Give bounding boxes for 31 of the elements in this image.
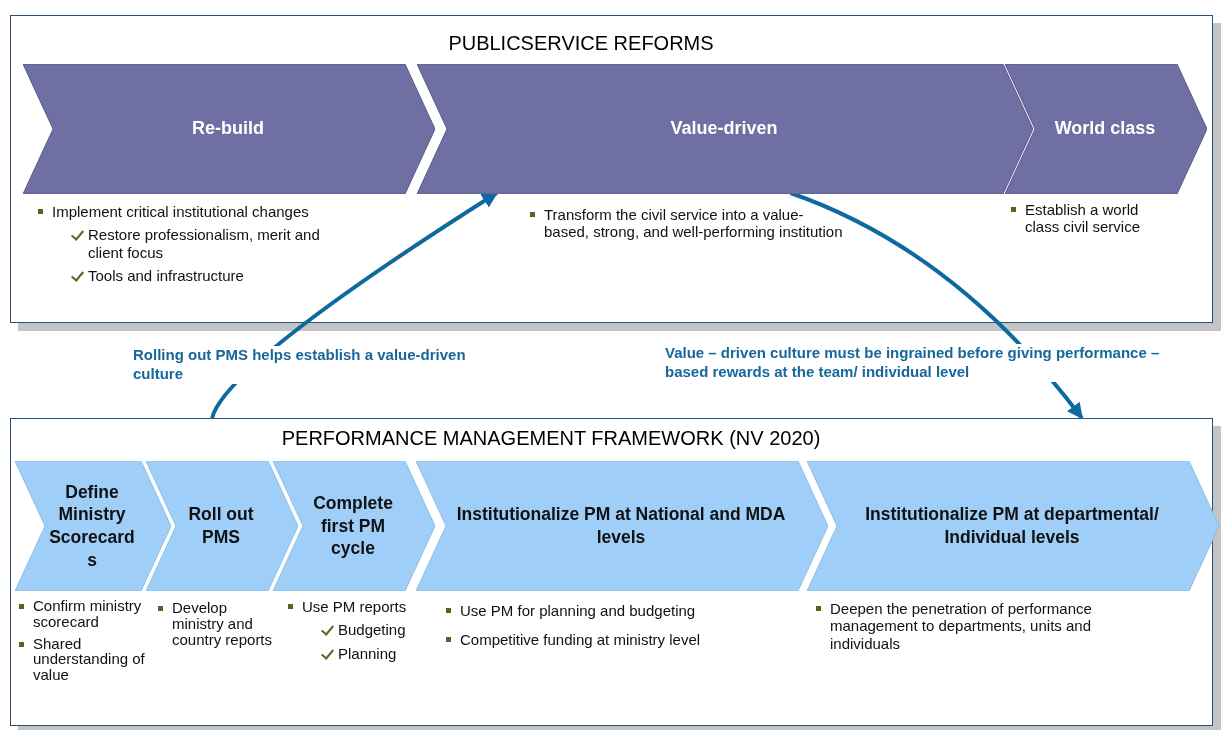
bullet-text: Transform the civil service into a value-based, strong, and well-performing institution <box>528 206 846 241</box>
bullet-text: Establish a world class civil service <box>1009 201 1169 236</box>
bullet-text: Deepen the penetration of performance management to departments, units and individuals <box>814 600 1159 652</box>
stage-label: Institutionalize PM at departmental/ Individual levels <box>864 503 1160 549</box>
bullet-text: Confirm ministry scorecard <box>17 598 145 630</box>
chevron-shape <box>146 461 298 591</box>
bullet-text: Competitive funding at ministry level <box>444 631 774 649</box>
stage-label: Value-driven <box>670 117 778 141</box>
stage-label: Institutionalize PM at National and MDA levels <box>455 503 787 549</box>
chevron-shape <box>15 461 171 591</box>
stage-label: Re-build <box>192 117 264 141</box>
bullet-text: Implement critical institutional changes <box>36 203 354 221</box>
curved-arrow <box>789 191 1084 420</box>
bullet-text: Shared understanding of value <box>17 635 145 683</box>
stage-label: Roll out PMS <box>187 503 255 549</box>
bullet-text: Develop ministry and country reports <box>156 600 274 648</box>
chevron-shape <box>807 461 1219 591</box>
chevron-shape <box>23 64 435 194</box>
stage-label: Define Ministry Scorecards <box>48 480 136 572</box>
checklist-item: Planning <box>286 644 431 662</box>
stage-label: World class <box>1054 117 1156 141</box>
checklist-item: Tools and infrastructure <box>36 266 354 284</box>
chevron-shape <box>273 461 435 591</box>
bullet-text: Use PM reports <box>286 598 431 616</box>
panel-title: PERFORMANCE MANAGEMENT FRAMEWORK (NV 2020) <box>280 427 822 450</box>
bullet-text: Use PM for planning and budgeting <box>444 602 774 620</box>
checklist-item: Budgeting <box>286 621 431 639</box>
checklist-item: Restore professionalism, merit and client focus <box>36 226 354 261</box>
chevron-shape <box>1005 64 1207 194</box>
panel-title: PUBLICSERVICE REFORMS <box>447 32 715 55</box>
stage-label: Complete first PM cycle <box>312 491 394 561</box>
